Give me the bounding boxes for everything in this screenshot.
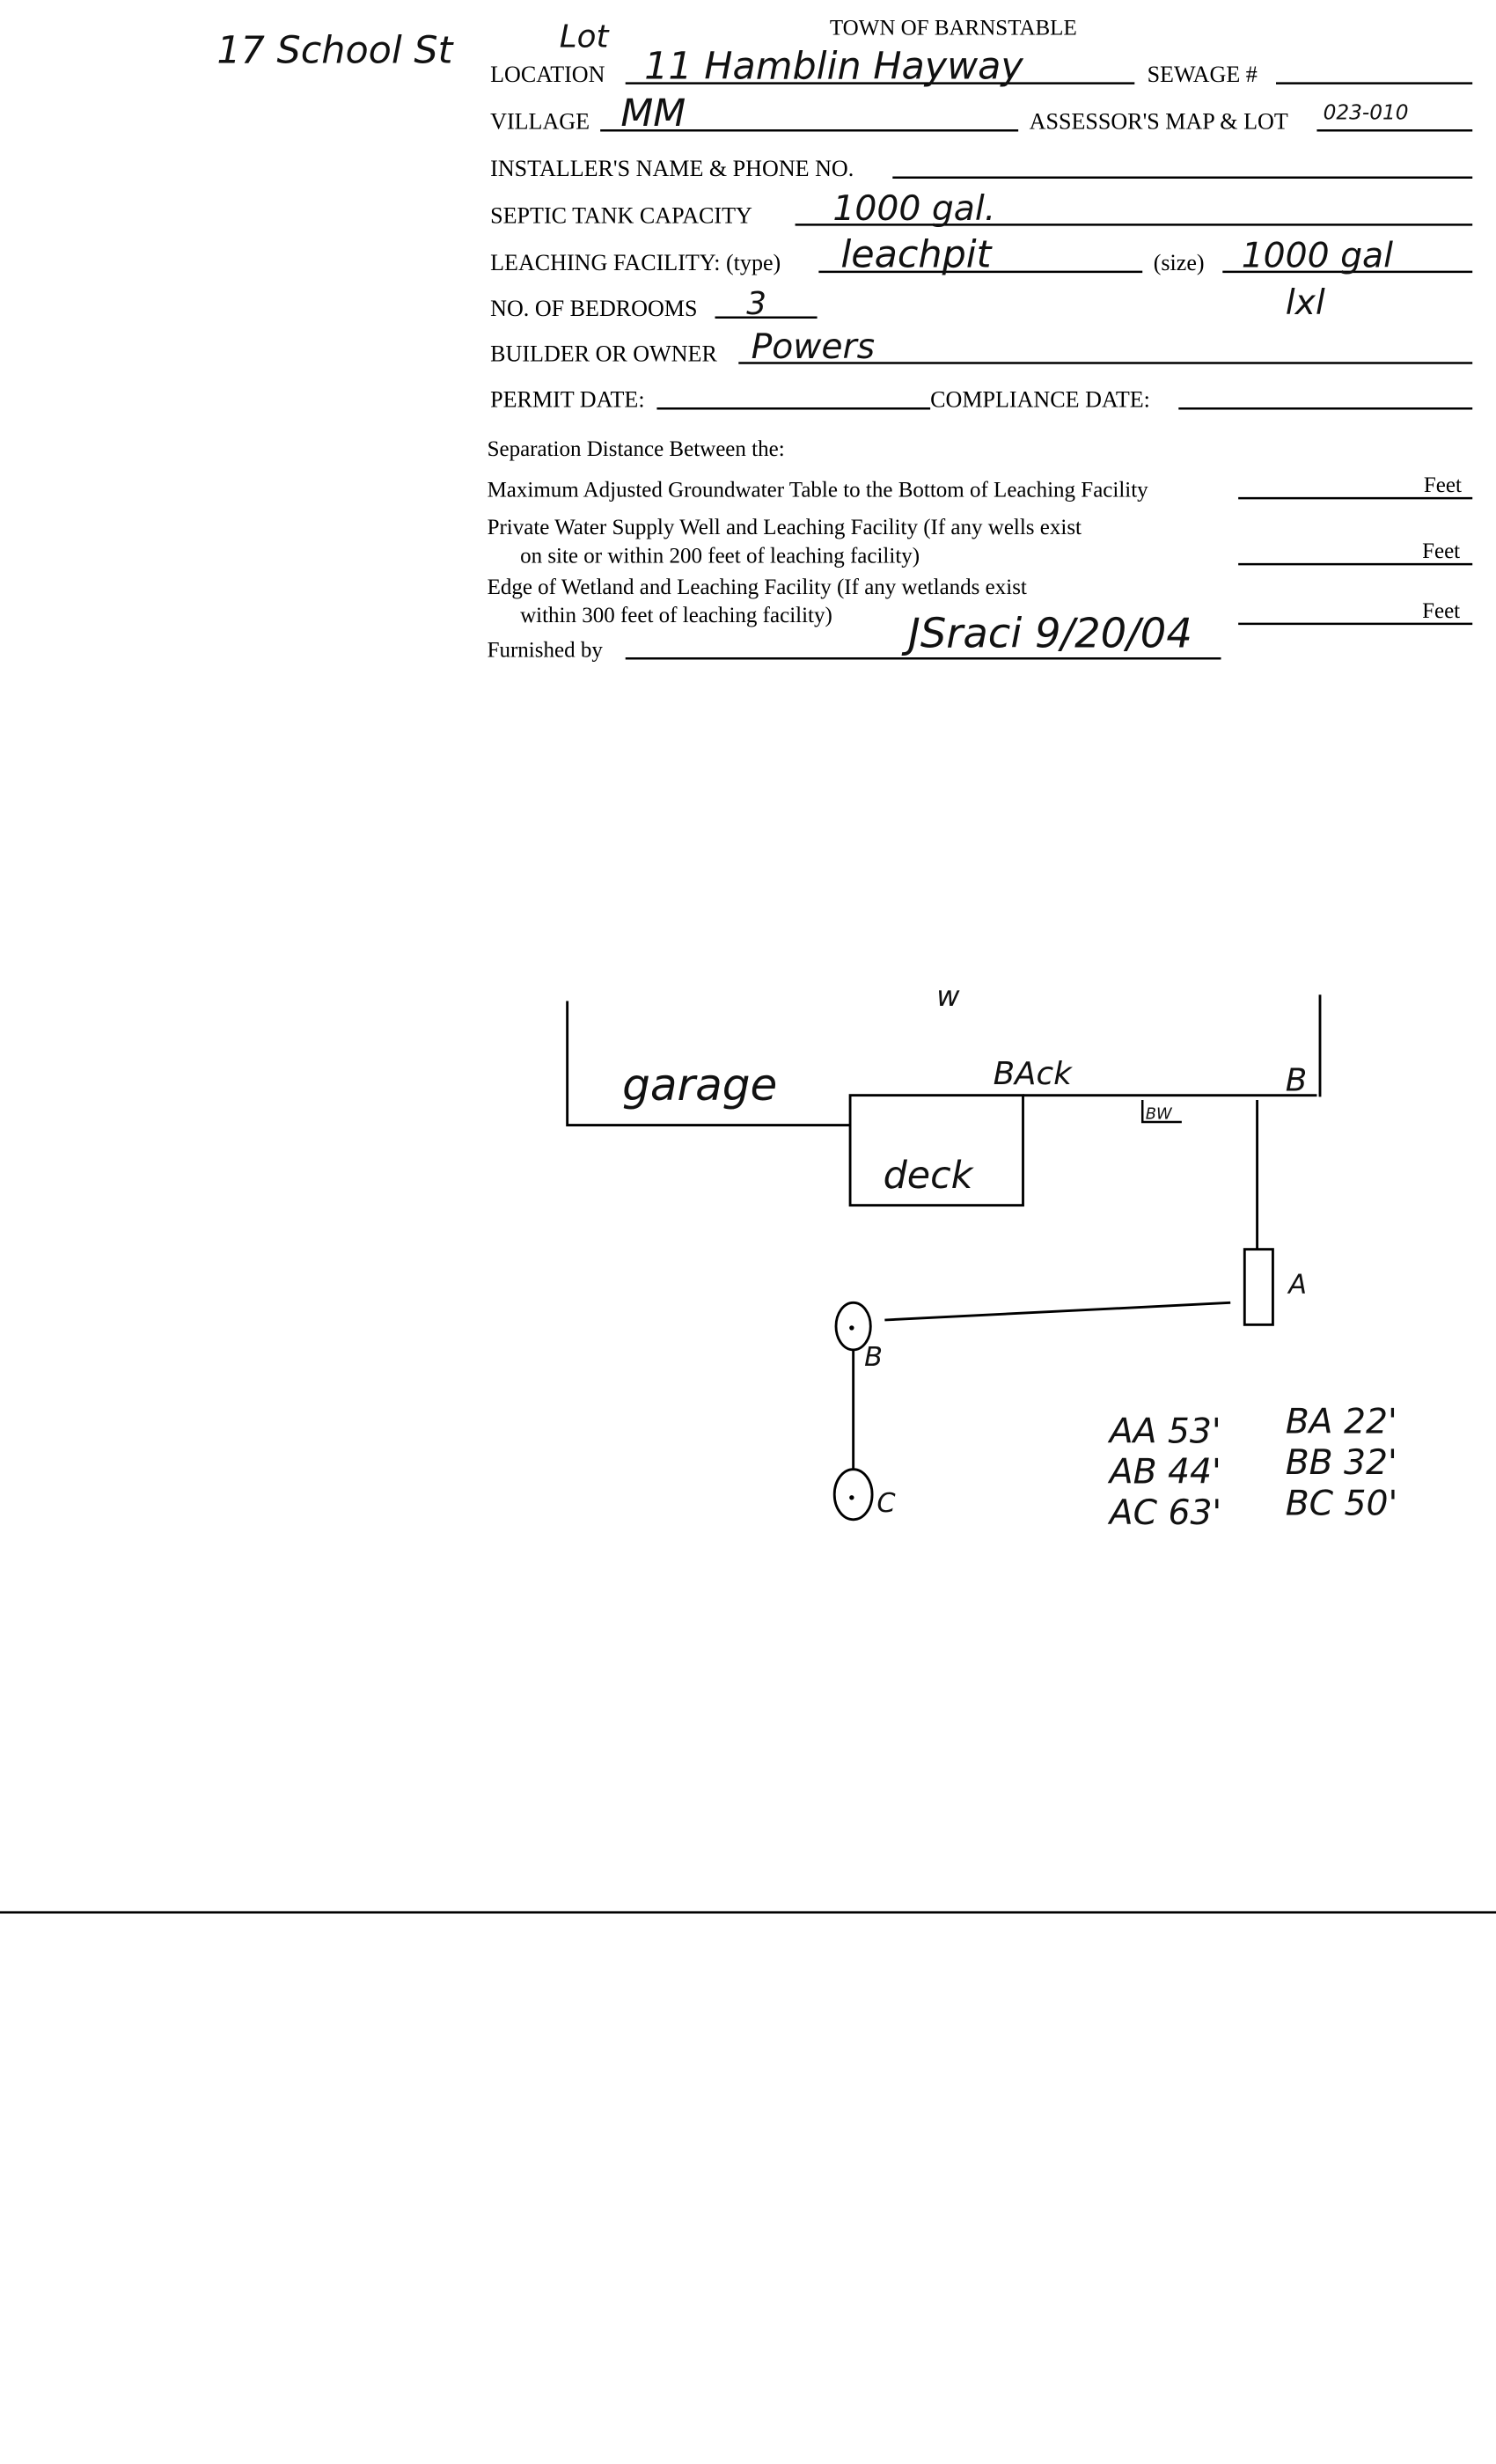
- tank-a-label: A: [1287, 1270, 1307, 1301]
- tie-left-2: AB 44': [1107, 1453, 1221, 1492]
- permit-date-label: PERMIT DATE:: [490, 387, 644, 413]
- separation-row-2-line2: on site or within 200 feet of leaching f…: [520, 544, 920, 568]
- separation-row-3-line1: Edge of Wetland and Leaching Facility (I…: [488, 576, 1027, 599]
- septic-tank-value: 1000 gal.: [832, 189, 995, 229]
- form-title: TOWN OF BARNSTABLE: [830, 16, 1077, 40]
- map-lot-value: 023-010: [1324, 101, 1409, 125]
- corner-b-label: B: [1286, 1062, 1308, 1098]
- separation-row-3-unit: Feet: [1422, 599, 1460, 623]
- compliance-date-label: COMPLIANCE DATE:: [930, 387, 1150, 413]
- village-value: MM: [620, 92, 686, 136]
- north-label: w: [936, 979, 960, 1013]
- map-lot-label: ASSESSOR'S MAP & LOT: [1030, 108, 1288, 134]
- tie-right-3: BC 50': [1286, 1484, 1398, 1523]
- separation-heading: Separation Distance Between the:: [488, 437, 785, 461]
- septic-tank-a: [1243, 1248, 1274, 1326]
- site-sketch: w garage deck BAck B BW A B C AA 53' AB …: [566, 979, 1398, 1533]
- separation-row-1-unit: Feet: [1424, 473, 1462, 497]
- location-label: LOCATION: [490, 62, 605, 87]
- furnished-by-signature: JSraci 9/20/04: [901, 610, 1192, 657]
- leaching-size-label: (size): [1154, 250, 1205, 275]
- garage-label: garage: [622, 1060, 777, 1111]
- builder-value: Powers: [752, 327, 876, 367]
- deck-outline: [848, 1094, 1024, 1207]
- bedrooms-value: 3: [746, 286, 766, 322]
- septic-tank-label: SEPTIC TANK CAPACITY: [490, 203, 752, 229]
- tie-right-2: BB 32': [1286, 1443, 1397, 1483]
- back-label: BAck: [994, 1056, 1074, 1092]
- sewage-label: SEWAGE #: [1148, 62, 1258, 87]
- leaching-type-label: LEACHING FACILITY: (type): [490, 250, 781, 275]
- leaching-type-value: leachpit: [840, 233, 993, 277]
- separation-row-2-line1: Private Water Supply Well and Leaching F…: [488, 516, 1082, 539]
- pit-b-label: B: [864, 1342, 883, 1373]
- bw-label: BW: [1146, 1104, 1173, 1123]
- tie-right-1: BA 22': [1286, 1403, 1397, 1442]
- pit-c-label: C: [876, 1488, 896, 1519]
- deck-label: deck: [884, 1154, 975, 1198]
- installer-label: INSTALLER'S NAME & PHONE NO.: [490, 156, 854, 181]
- margin-note-address: 17 School St: [216, 28, 454, 72]
- bedrooms-label: NO. OF BEDROOMS: [490, 296, 697, 321]
- village-label: VILLAGE: [490, 108, 590, 134]
- leach-pit-c: [832, 1468, 874, 1522]
- separation-row-2-unit: Feet: [1422, 539, 1460, 563]
- furnished-by-label: Furnished by: [488, 638, 604, 662]
- margin-note-lot: Lot: [560, 19, 611, 55]
- builder-label: BUILDER OR OWNER: [490, 341, 717, 367]
- leaching-size-value: 1000 gal: [1242, 237, 1393, 276]
- separation-row-1: Maximum Adjusted Groundwater Table to th…: [488, 478, 1149, 502]
- leaching-size-extra: lxl: [1286, 283, 1325, 323]
- location-value: 11 Hamblin Hayway: [644, 44, 1023, 88]
- separation-row-3-line2: within 300 feet of leaching facility): [520, 604, 832, 627]
- tie-left-3: AC 63': [1107, 1493, 1222, 1533]
- tie-left-1: AA 53': [1107, 1412, 1221, 1451]
